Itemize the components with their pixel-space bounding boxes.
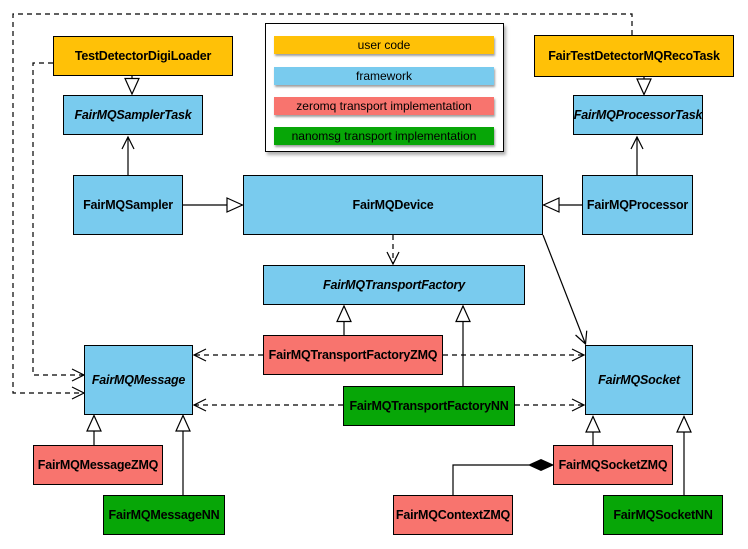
legend-item-zeromq: zeromq transport implementation xyxy=(274,97,494,115)
node-fairmqcontextzmq: FairMQContextZMQ xyxy=(393,495,513,535)
legend-item-user-code: user code xyxy=(274,36,494,54)
node-fairmqprocessortask: FairMQProcessorTask xyxy=(573,95,703,135)
edge-device-socket xyxy=(542,234,588,346)
node-fairmqsamplertask: FairMQSamplerTask xyxy=(63,95,203,135)
node-testdetectordigiloader: TestDetectorDigiLoader xyxy=(53,36,233,76)
node-fairmqmessagenn: FairMQMessageNN xyxy=(103,495,225,535)
node-fairtestdetectormqrecotask: FairTestDetectorMQRecoTask xyxy=(534,35,734,77)
edge-recotask-message-dashed xyxy=(12,13,633,400)
legend-item-framework: framework xyxy=(274,67,494,85)
edge-contextzmq-socketzmq xyxy=(452,458,555,495)
node-fairmqprocessor: FairMQProcessor xyxy=(582,175,693,235)
node-fairmqsampler: FairMQSampler xyxy=(73,175,183,235)
node-fairmqmessagezmq: FairMQMessageZMQ xyxy=(33,445,163,485)
node-fairmqtransportfactoryzmq: FairMQTransportFactoryZMQ xyxy=(263,335,443,375)
composition-diamond-icon xyxy=(527,458,555,472)
edge-digiloader-message-dashed xyxy=(32,62,86,382)
legend-item-nanomsg: nanomsg transport implementation xyxy=(274,127,494,145)
legend: user code framework zeromq transport imp… xyxy=(265,23,504,152)
node-fairmqtransportfactory: FairMQTransportFactory xyxy=(263,265,525,305)
node-fairmqsocketnn: FairMQSocketNN xyxy=(603,495,723,535)
node-fairmqsocketzmq: FairMQSocketZMQ xyxy=(553,445,673,485)
node-fairmqsocket: FairMQSocket xyxy=(585,345,693,415)
node-fairmqtransportfactorynn: FairMQTransportFactoryNN xyxy=(343,386,515,426)
node-fairmqdevice: FairMQDevice xyxy=(243,175,543,235)
node-fairmqmessage: FairMQMessage xyxy=(84,345,193,415)
